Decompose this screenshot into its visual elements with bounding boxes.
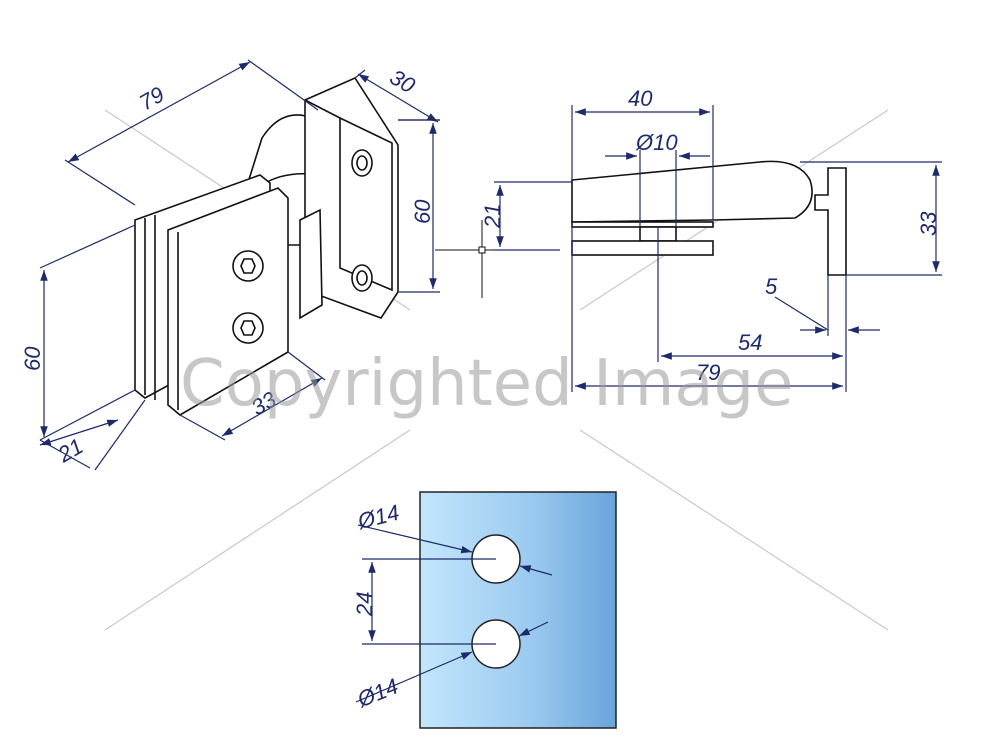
wall-plate-hole-bottom	[351, 264, 373, 292]
watermark-text: Copyrighted Image	[180, 347, 794, 421]
hex-screw-icon	[232, 312, 264, 344]
dim-thickness: 21	[53, 433, 88, 467]
dim-height-left: 60	[20, 346, 45, 371]
dim-offset: 21	[480, 204, 505, 229]
dim-hole-bottom: Ø14	[353, 673, 402, 712]
dim-bore: Ø10	[635, 130, 678, 155]
dim-center: 54	[738, 330, 762, 355]
dim-hole-spacing: 24	[352, 592, 377, 617]
dim-hole-top: Ø14	[354, 500, 401, 535]
wall-plate-hole-top	[351, 149, 373, 177]
dim-top-width: 40	[628, 86, 653, 111]
side-view: 40 Ø10 21 33 5 54 79	[435, 86, 942, 392]
isometric-view: 79 30 60 60 21 33	[20, 59, 440, 471]
dim-lip: 5	[765, 274, 778, 299]
dim-length: 79	[135, 81, 169, 115]
glass-view: Ø14 24 Ø14	[352, 491, 617, 729]
dim-height-right: 60	[410, 199, 435, 224]
dim-overall: 79	[696, 360, 720, 385]
side-arm	[571, 160, 813, 223]
glass-panel	[419, 491, 617, 729]
dim-height: 33	[916, 211, 941, 236]
hex-screw-icon	[232, 250, 264, 282]
side-wall-plate	[814, 167, 847, 276]
